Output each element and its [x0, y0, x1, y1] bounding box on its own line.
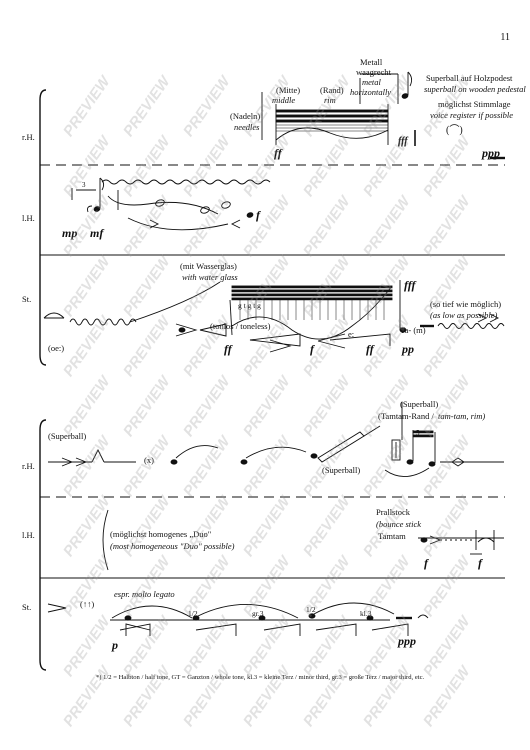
staff-label-right-hand-2: r.H.: [22, 461, 35, 471]
nadeln-label: (Nadeln): [230, 111, 261, 121]
tonlos-label: (tonlos / toneless): [210, 321, 271, 331]
x-mark: (x): [144, 455, 154, 465]
oe-vowel: (oe:): [48, 343, 65, 353]
voice-register-label: voice register if possible: [430, 110, 514, 120]
metal-label: metal: [362, 77, 381, 87]
fermata-mark: (⌒): [446, 125, 463, 136]
dynamic-mp: mp: [62, 226, 78, 240]
espr-legato-label: espr. molto legato: [114, 589, 175, 599]
stimmlage-label: möglichst Stimmlage: [438, 99, 511, 109]
dynamic-ff-3: ff: [366, 342, 374, 356]
tamtam-label: Tamtam: [378, 531, 406, 541]
staff-label-voice-2: St.: [22, 602, 32, 612]
bounce-stick-label: (bounce stick: [376, 519, 422, 529]
dynamic-f-voice: f: [310, 342, 314, 356]
dynamic-ff-1: ff: [274, 146, 282, 160]
footnote: *) 1/2 = Halbton / half tone, GT = Ganzt…: [96, 674, 425, 681]
interval-minor-third: kl.3: [360, 609, 372, 618]
superball-label-1: (Superball): [48, 431, 87, 441]
rand-label: (Rand): [320, 85, 344, 95]
interval-major-third: gr.3: [252, 609, 264, 618]
prallstock-label: Prallstock: [376, 507, 410, 517]
horizontally-label: horizontally: [350, 87, 392, 97]
triplet-mark: 3: [82, 181, 86, 189]
dynamic-fff-voice: fff: [404, 278, 416, 292]
dynamic-fff-rh: fff: [398, 136, 408, 147]
dynamic-f-lh-3: f: [478, 556, 482, 570]
staff-label-left-hand: l.H.: [22, 213, 35, 223]
as-low-label: (as low as possible): [430, 310, 498, 320]
tam-syllable: Ta- (m): [400, 325, 426, 335]
metall-label: Metall: [360, 57, 383, 67]
so-tief-label: (so tief wie möglich): [430, 299, 502, 309]
water-glass-label: with water glass: [182, 272, 238, 282]
page-number: 11: [500, 32, 510, 43]
dynamic-f-lh: f: [256, 208, 260, 222]
paren-double-arrow: (↑↑): [80, 599, 95, 609]
dynamic-f-lh-2: f: [424, 556, 428, 570]
dynamic-p-voice: p: [112, 638, 118, 652]
homogenes-duo-label: (möglichst homogenes „Duo": [110, 529, 212, 539]
wasserglas-label: (mit Wasserglas): [180, 261, 237, 271]
dynamic-pp-voice: pp: [402, 342, 414, 356]
homogeneous-duo-label: (most homogeneous "Duo" possible): [110, 541, 235, 551]
interval-half-1: 1/2: [188, 609, 198, 618]
superball-label-2: (Superball): [400, 399, 439, 409]
superball-podest-label: Superball auf Holzpodest: [426, 73, 513, 83]
dynamic-ppp-1: ppp: [482, 146, 500, 160]
e-vowel: e:: [348, 329, 355, 339]
waagrecht-label: waagrecht: [356, 67, 391, 77]
middle-label: middle: [272, 95, 296, 105]
staff-label-voice: St.: [22, 294, 32, 304]
staff-label-right-hand: r.H.: [22, 132, 35, 142]
staff-label-left-hand-2: l.H.: [22, 530, 35, 540]
tamtam-rand-label: (Tamtam-Rand /: [378, 411, 434, 421]
rim-label: rim: [324, 95, 336, 105]
dynamic-mf: mf: [90, 226, 104, 240]
needles-label: needles: [234, 122, 260, 132]
superball-pedestal-label: superball on wooden pedestal: [424, 84, 526, 94]
mitte-label: (Mitte): [276, 85, 301, 95]
dynamic-ff-2: ff: [224, 342, 232, 356]
interval-half-2: 1/2: [306, 605, 316, 614]
dynamic-ppp-voice: ppp: [398, 634, 416, 648]
superball-label-3: (Superball): [322, 465, 361, 475]
quintuplet-mark: 5: [416, 429, 420, 437]
tamtam-rim-label: tam-tam, rim): [438, 411, 486, 421]
gtgtg-label: g t g t g: [238, 301, 261, 310]
